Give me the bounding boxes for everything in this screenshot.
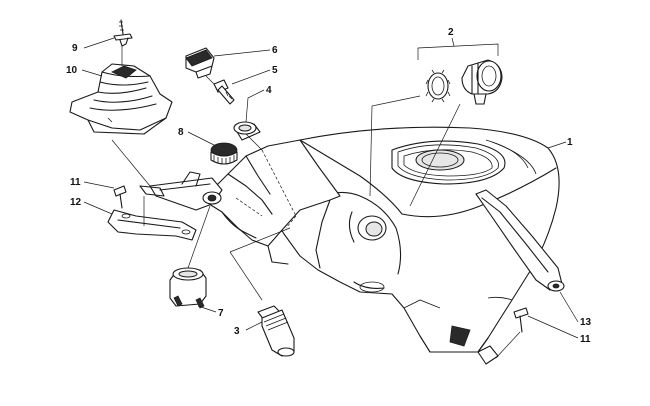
- callout-8: 8: [178, 127, 184, 138]
- fuel-sensor: [257, 305, 295, 357]
- callout-5: 5: [272, 65, 278, 76]
- mount-bracket: [107, 209, 197, 241]
- gas-cap: [210, 142, 238, 165]
- callout-3: 3: [234, 326, 240, 337]
- callout-6: 6: [272, 45, 278, 56]
- callout-7: 7: [218, 308, 224, 319]
- callout-2-stem: [451, 37, 455, 47]
- ignition-switch: [169, 267, 207, 309]
- tank-strap: [475, 189, 565, 292]
- screw: [113, 19, 133, 47]
- callout-4: 4: [266, 85, 272, 96]
- callout-9: 9: [72, 43, 78, 54]
- filler-neck-adapter: [461, 59, 503, 105]
- front-console-cover: [139, 139, 341, 265]
- rivet-upper: [113, 185, 127, 209]
- callout-2: 2: [448, 27, 454, 38]
- callout-11-lower: 11: [580, 334, 591, 345]
- shift-boot: [69, 63, 173, 135]
- callout-1: 1: [567, 137, 573, 148]
- leader-lines: [81, 37, 579, 359]
- callout-13: 13: [580, 317, 592, 328]
- ignition-key: [213, 79, 235, 105]
- callout-11-upper: 11: [70, 177, 81, 188]
- filler-ring: [425, 69, 451, 103]
- fuel-tank: [267, 126, 560, 365]
- callout-10: 10: [66, 65, 78, 76]
- seal-ring: [233, 121, 261, 141]
- callout-labels: 1 2 3 4 5 6 7 8 9 10 11 11 12 13: [66, 27, 592, 345]
- callout-2-bracket: [417, 43, 499, 60]
- rivet-lower: [513, 307, 529, 333]
- key-cap: [185, 47, 215, 79]
- callout-12: 12: [70, 197, 82, 208]
